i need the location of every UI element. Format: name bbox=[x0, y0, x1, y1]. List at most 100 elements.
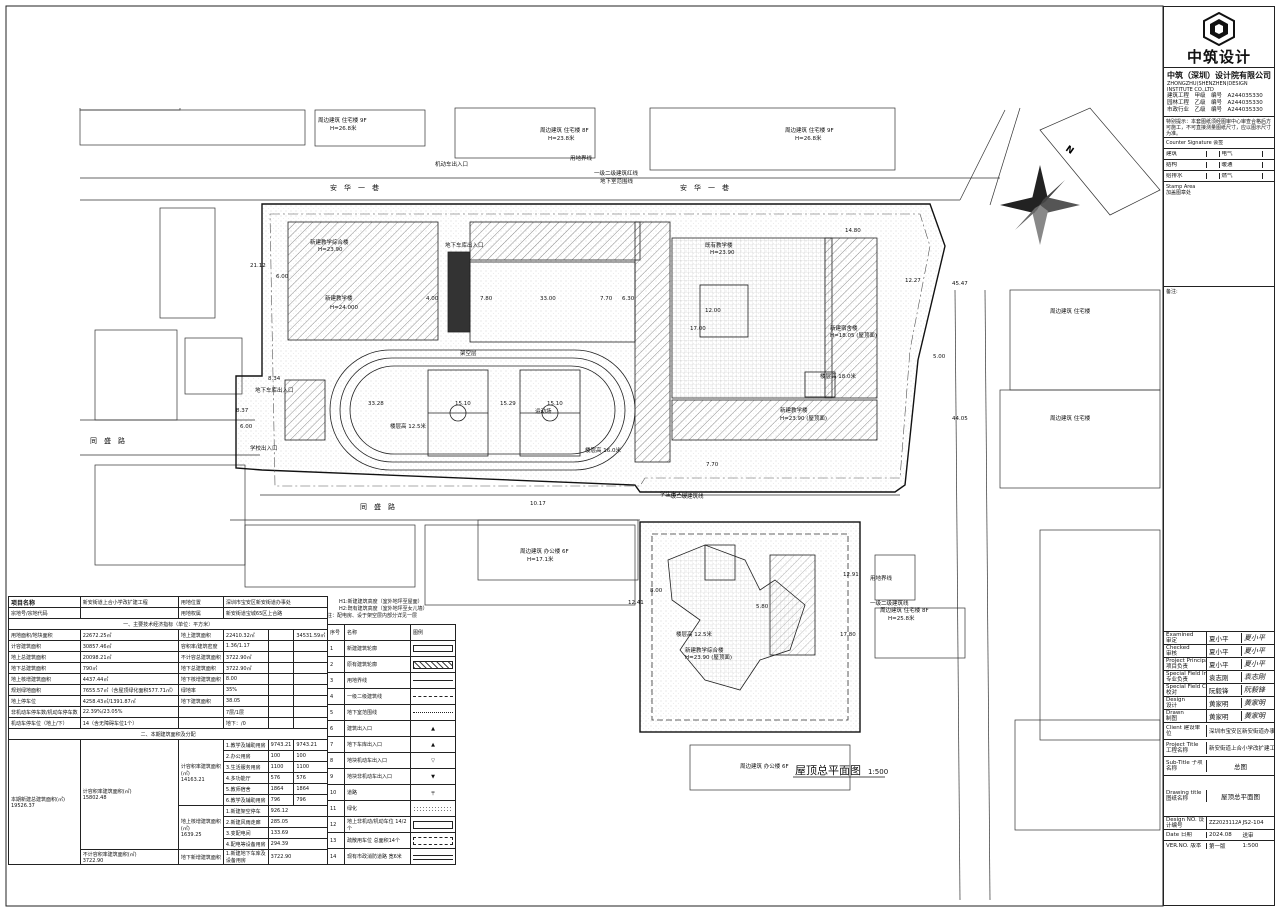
info-cell: 地上建筑面积 bbox=[177, 629, 224, 641]
info-cell bbox=[267, 629, 295, 641]
neighbor-building bbox=[999, 389, 1161, 489]
dim-label: 33.00 bbox=[540, 296, 556, 302]
area-cell: 3722.90 bbox=[267, 849, 329, 865]
info-cell: 计容建筑面积 bbox=[8, 640, 81, 652]
info-cell: 宗地号/宗地代码 bbox=[8, 607, 81, 619]
neighbor-building bbox=[314, 109, 426, 147]
info-cell: 38.05 bbox=[222, 695, 269, 707]
bj-area-label: 不计容积率建筑面积(㎡)3722.90 bbox=[79, 849, 179, 865]
dim-label: 21.12 bbox=[250, 263, 266, 269]
building-new-teaching-2 bbox=[469, 221, 641, 261]
info-cell: 4258.43㎡/1391.87㎡ bbox=[79, 695, 179, 707]
info-cell: 非机动车停车数/机动车停车数 bbox=[8, 706, 81, 718]
area-cell: 926.12 bbox=[267, 805, 329, 817]
dim-label: 12.41 bbox=[628, 600, 644, 606]
dim-label: 8.34 bbox=[268, 376, 281, 382]
height-label: H=18.05 (屋顶面) bbox=[830, 332, 877, 339]
buildings-layer bbox=[284, 221, 878, 463]
building-label: 既有教学楼 bbox=[705, 241, 733, 249]
dim-label: 4.00 bbox=[426, 296, 439, 302]
info-cell: 容积率/建筑密度 bbox=[177, 640, 224, 652]
neighbor-label: 周边建筑 住宅楼 8F bbox=[880, 606, 929, 614]
neighbor-label: 周边建筑 办公楼 6F bbox=[740, 762, 789, 770]
area-cell: 1.教学及辅助用房 bbox=[222, 739, 269, 751]
dim-label: 45.47 bbox=[952, 281, 968, 287]
info-cell: 用地权属 bbox=[177, 607, 224, 619]
info-cell: 绿地率 bbox=[177, 684, 224, 696]
role-name: 阮毅锋 bbox=[1209, 687, 1229, 695]
info-cell: 20098.21㎡ bbox=[79, 651, 179, 663]
area-cell: 4.配电等设备用房 bbox=[222, 838, 269, 850]
info-cell: 新安街道上合小学改扩建工程 bbox=[79, 596, 179, 608]
dim-label: 10.17 bbox=[530, 501, 546, 507]
running-track bbox=[329, 349, 636, 471]
ug-line-label: 地下室范围线 bbox=[600, 177, 634, 185]
building-corridor bbox=[634, 221, 671, 463]
dim-label: 12.91 bbox=[843, 572, 859, 578]
dim-label: 15.29 bbox=[500, 401, 516, 407]
cs-key: 电气 bbox=[1218, 151, 1263, 157]
info-cell: 项目名称 bbox=[8, 596, 81, 608]
area-cell: 1864 bbox=[293, 783, 329, 795]
floor-label: 楼层高 12.5米 bbox=[390, 422, 426, 430]
dim-label: 5.00 bbox=[933, 354, 946, 360]
info-cell: 3722.90㎡ bbox=[222, 662, 269, 674]
role-name: 袁志刚 bbox=[1209, 674, 1229, 682]
info-cell bbox=[293, 673, 329, 685]
cs-key: 暖通 bbox=[1218, 162, 1263, 168]
dim-label: 7.80 bbox=[480, 296, 493, 302]
info-cell bbox=[293, 651, 329, 663]
info-cell bbox=[177, 706, 224, 718]
entry-label: 学校出入口 bbox=[250, 444, 278, 452]
legend-note: 注：配电房、设于架空层内部分详见一层 bbox=[327, 613, 418, 619]
info-cell: 790㎡ bbox=[79, 662, 179, 674]
road-south-label: 同 盛 路 bbox=[360, 502, 395, 511]
area-cell: 1100 bbox=[267, 761, 295, 773]
info-cell: 22.39%/23.05% bbox=[79, 706, 179, 718]
info-cell: 地下：/0 bbox=[222, 717, 269, 729]
redline-label: 用地界线 bbox=[870, 574, 893, 582]
area-cell: 3.变配电间 bbox=[222, 827, 269, 839]
height-label: H=23.90 (屋顶面) bbox=[685, 654, 732, 661]
area-cell: 9743.21 bbox=[267, 739, 295, 751]
drawing-scale: 1:500 bbox=[868, 768, 888, 776]
floor-label: 楼层高 18.0米 bbox=[820, 372, 856, 380]
info-cell: 14（含无障碍车位1个） bbox=[79, 717, 179, 729]
info-cell: 用地位置 bbox=[177, 596, 224, 608]
jr-area-label: 计容积率建筑面积(㎡)15802.48 bbox=[79, 739, 179, 850]
area-cell: 地下新增建筑面积 bbox=[177, 849, 224, 865]
neighbor-building bbox=[689, 744, 851, 791]
entry-label: 学生出入口 bbox=[660, 490, 688, 498]
role-name: 夏小平 bbox=[1209, 661, 1229, 669]
area-cell: 576 bbox=[293, 772, 329, 784]
area-cell: 100 bbox=[267, 750, 295, 762]
legend-item: 地上非机动/机动车位 14/2个 bbox=[344, 816, 411, 833]
legend-item: 一级二级建筑线 bbox=[344, 688, 411, 705]
building-dorm bbox=[671, 399, 878, 441]
redline-label: 用地界线 bbox=[570, 154, 593, 162]
legend-item: 新建建筑轮廓 bbox=[344, 640, 411, 657]
info-cell: 地上总建筑面积 bbox=[8, 651, 81, 663]
info-cell: 用地面积/地块面积 bbox=[8, 629, 81, 641]
project-info-table: 项目名称 新安街道上合小学改扩建工程 用地位置 深圳市宝安区新安街道办事处 宗地… bbox=[7, 596, 329, 865]
project-title: 新安街道上合小学改扩建工程 bbox=[1209, 746, 1274, 752]
info-cell bbox=[177, 717, 224, 729]
neighbor-label: 周边建筑 住宅楼 bbox=[1050, 414, 1091, 422]
building-label: 新建教学综合楼 bbox=[310, 238, 349, 246]
legend-item: 建筑出入口 bbox=[344, 720, 411, 737]
neighbor-label: H=23.8米 bbox=[548, 134, 575, 142]
dim-label: 14.80 bbox=[845, 228, 861, 234]
height-label: H=23.90 bbox=[710, 250, 735, 256]
info-cell: 地上核增建筑面积 bbox=[8, 673, 81, 685]
area-cell: 9743.21 bbox=[293, 739, 329, 751]
neighbor-building bbox=[184, 337, 243, 395]
dim-label: 12.00 bbox=[705, 308, 721, 314]
company-logo: 中筑设计 bbox=[1164, 7, 1274, 68]
height-label: H=23.90 bbox=[318, 247, 343, 253]
neighbor-label: 周边建筑 住宅楼 9F bbox=[318, 116, 367, 124]
info-cell: 机动车停车位（地上/下） bbox=[8, 717, 81, 729]
date: 2024.08 bbox=[1209, 832, 1232, 838]
area-cell: 2.办公用房 bbox=[222, 750, 269, 762]
